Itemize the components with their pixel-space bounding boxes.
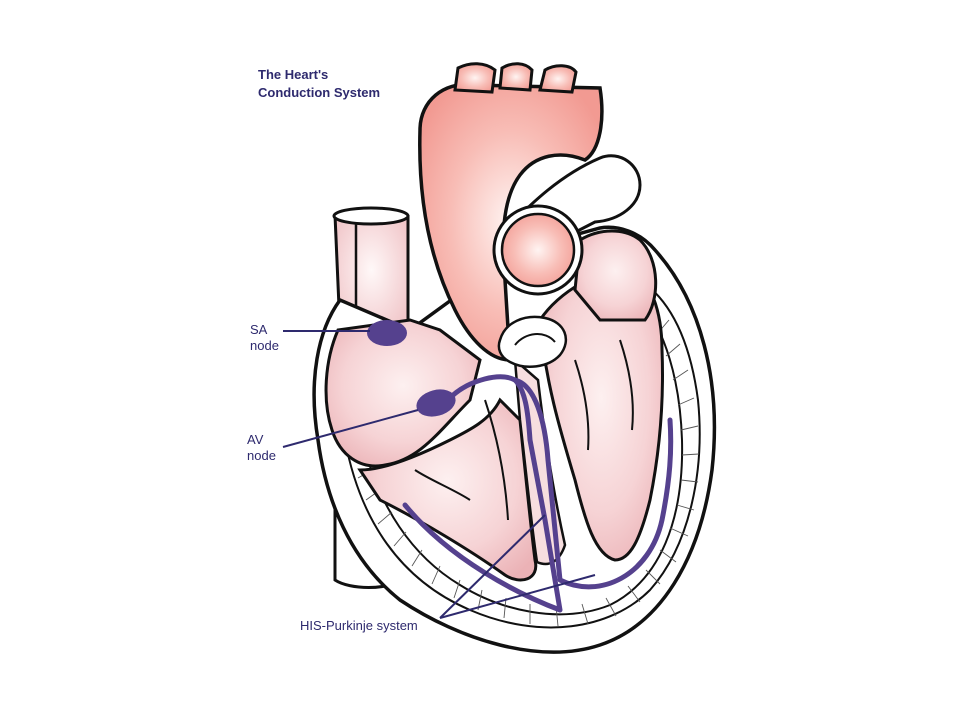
superior-vena-cava-opening [332,206,410,226]
left-atrium [573,229,658,322]
diagram-title-line-1: The Heart's [258,67,329,82]
right-atrium [324,318,482,468]
sa-node [367,320,407,346]
av-node [416,389,456,417]
aortic-valve [497,315,568,368]
leader-lines [282,330,596,619]
av-node-label-line-1: AV [247,432,264,447]
sa-node-label-line-1: SA [250,322,268,337]
aortic-branches [453,62,578,94]
his-purkinje-leader-1 [439,514,546,619]
myocardium-striations [357,319,700,627]
valve-leaflet [514,333,556,346]
sa-node-label-line-2: node [250,338,279,353]
sa-node-label: SA node [250,322,279,354]
pulmonary-valve-inner [500,212,576,288]
diagram-title-line-2: Conduction System [258,85,381,100]
his-purkinje-fibers [402,374,674,613]
his-purkinje-label: HIS-Purkinje system [300,618,418,633]
av-node-label: AV node [247,432,276,464]
av-node-label-line-2: node [247,448,276,463]
aorta [418,82,604,362]
trabeculae [414,339,634,521]
his-purkinje-leader-2 [439,574,596,619]
av-node-leader [282,409,419,448]
